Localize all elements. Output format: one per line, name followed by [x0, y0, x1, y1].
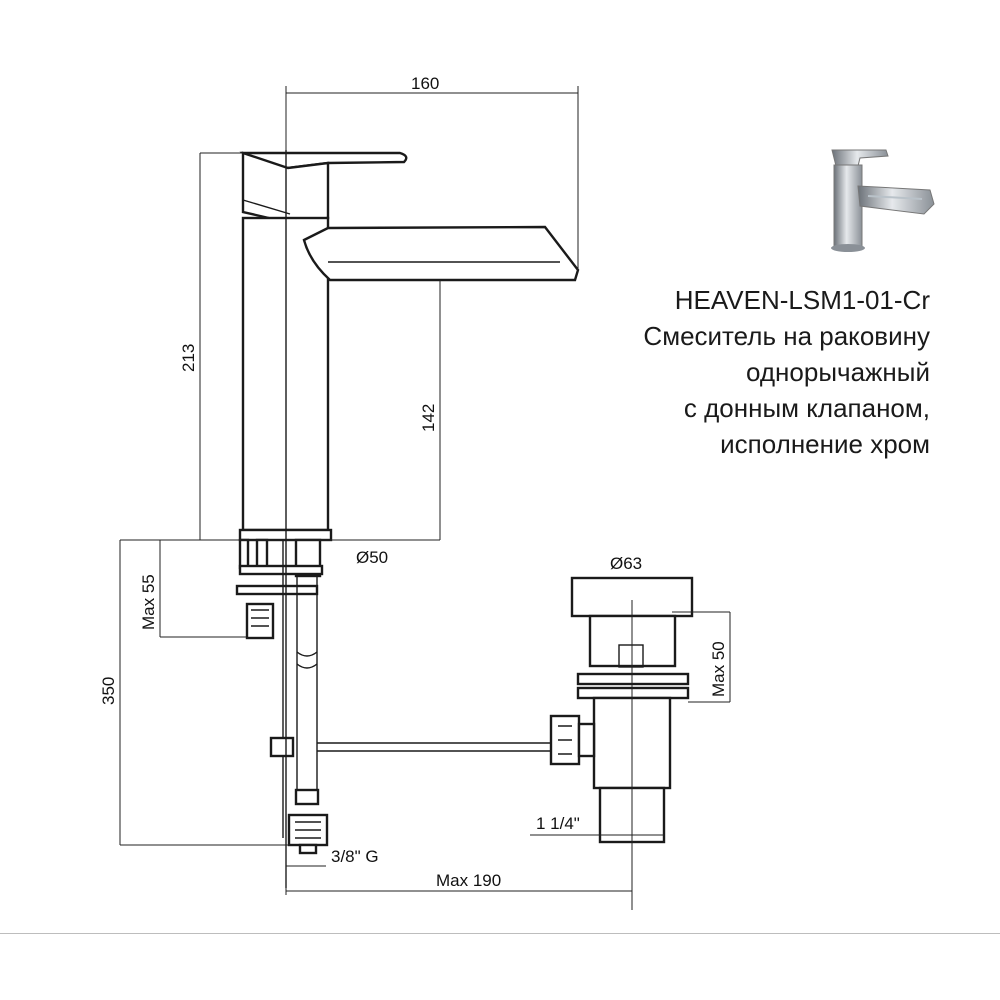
dim-142-label: 142: [419, 404, 438, 432]
dim-max-50-label: Max 50: [709, 641, 728, 697]
dim-drain-thread-label: 1 1/4": [536, 814, 580, 833]
faucet-body: [235, 150, 580, 888]
description-line: исполнение хром: [720, 429, 930, 459]
dim-max-190-label: Max 190: [436, 871, 501, 890]
product-thumbnail-image: [831, 149, 935, 252]
description-line: однорычажный: [746, 357, 930, 387]
dim-diameter-50-label: Ø50: [356, 548, 388, 567]
dim-hose-thread-label: 3/8" G: [331, 847, 379, 866]
dim-350-label: 350: [99, 677, 118, 705]
dim-diameter-63-label: Ø63: [610, 554, 642, 573]
dim-160-label: 160: [411, 74, 439, 93]
description-line: с донным клапаном,: [683, 393, 930, 423]
dim-max-55-label: Max 55: [139, 574, 158, 630]
dim-213-label: 213: [179, 344, 198, 372]
description-line: Смеситель на раковину: [643, 321, 930, 351]
footer-divider: [0, 933, 1000, 934]
drain-valve: [317, 576, 694, 844]
product-model: HEAVEN-LSM1-01-Cr: [674, 285, 930, 315]
product-caption: HEAVEN-LSM1-01-Cr Смеситель на раковину …: [643, 282, 930, 462]
dimension-lines: [119, 86, 731, 910]
